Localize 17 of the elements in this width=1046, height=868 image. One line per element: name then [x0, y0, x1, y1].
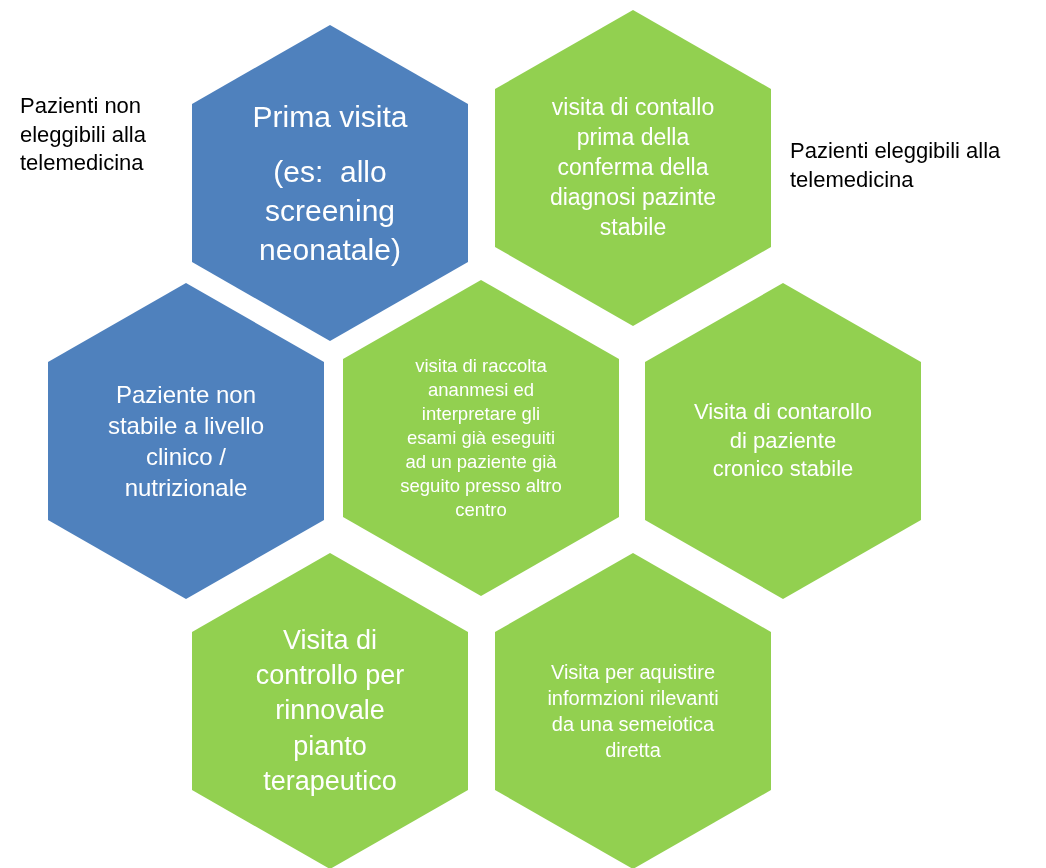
- hexagon-shape: [495, 553, 771, 868]
- hexagon-text: Paziente non stabile a livello clinico / nutrizionale: [106, 379, 266, 504]
- hexagon-text: Visita di controllo per rinnovale pianto terapeutico: [254, 624, 406, 798]
- hexagon-shape: [48, 283, 324, 599]
- hexagon-shape: [645, 283, 921, 599]
- hexagon-shape: [343, 280, 619, 596]
- group-label: Pazienti eleggibili alla telemedicina: [790, 137, 1002, 194]
- hexagon-text: Visita di contarollo di paziente cronico stabile: [693, 398, 873, 484]
- hexagon-text: visita di raccolta ananmesi ed interpretare gli esami già eseguiti ad un paziente già seguito presso altro centro: [399, 353, 563, 523]
- hexagon-shape: [192, 553, 468, 868]
- hexagon-heading: Prima visita: [251, 99, 409, 135]
- hexagon-text: visita di contallo prima della conferma della diagnosi pazinte stabile: [548, 93, 718, 242]
- hexagon-shape: [192, 25, 468, 341]
- hexagon-text: Visita per aquistire informzioni rilevanti da una semeiotica diretta: [546, 660, 720, 763]
- hexagon-shape: [495, 10, 771, 326]
- hexagon-text: (es: allo screening neonatale): [258, 154, 402, 268]
- group-label: Pazienti non eleggibili alla telemedicina: [20, 92, 147, 178]
